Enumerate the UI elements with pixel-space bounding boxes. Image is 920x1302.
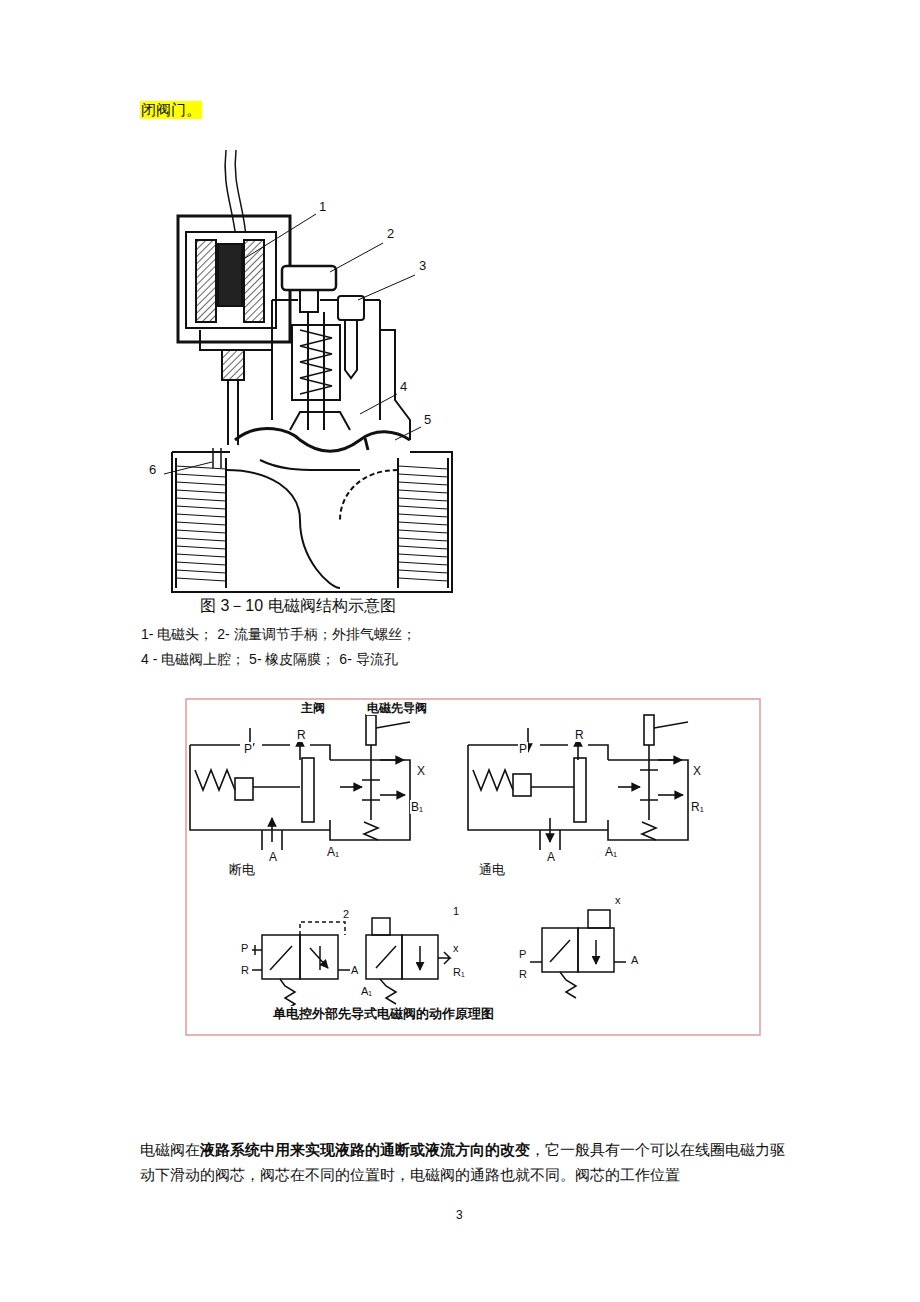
- figure-label: P: [240, 942, 249, 955]
- figure-label: 电磁先导阀: [366, 701, 428, 715]
- valve-symbols: [252, 910, 626, 1010]
- callout-number: 1: [452, 905, 460, 918]
- figure-label: 4 - 电磁阀上腔； 5- 橡皮隔膜； 6- 导流孔: [140, 651, 399, 668]
- paragraph-text: 液路系统中用来实现液路的通断或液流方向的改变: [200, 1141, 530, 1158]
- figure-label: A₁: [360, 985, 373, 998]
- figure-label: P: [243, 742, 253, 756]
- figure-frame: [186, 699, 760, 1035]
- paragraph-text: 电磁阀在: [140, 1141, 200, 1158]
- callout-number: 1: [318, 199, 327, 215]
- figure-label: A: [268, 850, 278, 864]
- figure-label: R: [518, 968, 528, 981]
- figure-label: A: [630, 954, 639, 967]
- figure-label: P: [518, 742, 528, 756]
- body-paragraph: 电磁阀在液路系统中用来实现液路的通断或液流方向的改变，它一般具有一个可以在线圈电…: [140, 1138, 790, 1188]
- figure-label: 1- 电磁头； 2- 流量调节手柄；外排气螺丝；: [140, 626, 417, 643]
- figure-label: 单电控外部先导式电磁阀的动作原理图: [272, 1006, 495, 1022]
- callout-number: 3: [455, 1208, 464, 1222]
- callout-number: 4: [399, 379, 408, 395]
- figure-label: R₁: [452, 966, 466, 979]
- valve-cutaway: [190, 715, 410, 850]
- figure-label: x: [452, 942, 460, 955]
- figure-label: A₁: [604, 845, 618, 859]
- figure-label: 主阀: [300, 701, 326, 715]
- figure-label: 通电: [478, 862, 506, 878]
- callout-number: 6: [148, 462, 157, 478]
- callout-number: 2: [342, 908, 350, 921]
- figure-label: P: [518, 948, 527, 961]
- figure-label: x: [614, 894, 622, 907]
- figure-label: A: [350, 964, 359, 977]
- figure-label: R: [574, 728, 585, 742]
- highlighted-text: 闭阀门。: [140, 101, 202, 119]
- figure-label: R: [296, 728, 307, 742]
- figure-label: B₁: [410, 800, 424, 814]
- figure-label: 断电: [228, 862, 256, 878]
- callout-number: 5: [423, 412, 432, 428]
- figure-label: R₁: [690, 800, 705, 814]
- figure-caption: 图 3－10 电磁阀结构示意图: [200, 596, 396, 615]
- valve-cutaway: [468, 715, 688, 850]
- figure-label: X: [692, 764, 702, 778]
- leader-lines: [164, 214, 421, 474]
- figure-label: R: [240, 964, 250, 977]
- callout-number: 3: [418, 258, 427, 274]
- solenoid-valve-section: [172, 150, 452, 592]
- figure-label: A: [546, 850, 556, 864]
- callout-number: 2: [386, 226, 395, 242]
- figure-label: X: [416, 764, 426, 778]
- figure-label: A₁: [326, 845, 340, 859]
